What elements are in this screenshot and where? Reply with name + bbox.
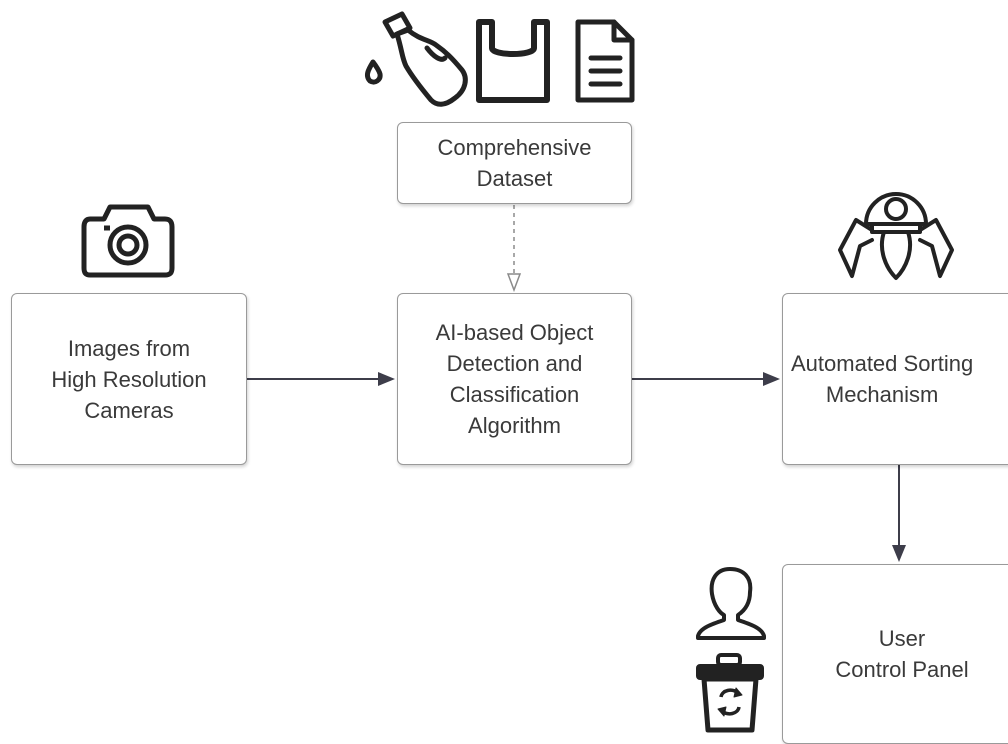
- user-icon: [696, 567, 766, 640]
- node-label: Images from High Resolution Cameras: [51, 335, 207, 423]
- node-label: Comprehensive Dataset: [437, 135, 592, 191]
- node-comprehensive-dataset: Comprehensive Dataset: [397, 122, 632, 204]
- camera-icon: [81, 204, 175, 278]
- node-user-control-panel: User Control Panel: [782, 564, 1008, 744]
- node-label: User Control Panel: [835, 626, 969, 682]
- node-label: AI-based Object Detection and Classifica…: [435, 320, 594, 438]
- node-ai-detection-algorithm: AI-based Object Detection and Classifica…: [397, 293, 632, 465]
- dashed-arrow-dataset-to-algorithm: [506, 205, 522, 293]
- document-icon: [575, 19, 635, 103]
- bag-icon: [476, 19, 550, 103]
- robot-icon: [838, 192, 954, 280]
- node-automated-sorting-mechanism: Automated Sorting Mechanism: [782, 293, 1008, 465]
- arrow-cameras-to-algorithm: [247, 372, 395, 386]
- node-label: Automated Sorting Mechanism: [791, 351, 974, 407]
- bottle-icon: [364, 11, 468, 107]
- recycle-bin-icon: [696, 653, 764, 733]
- arrow-algorithm-to-sorting: [632, 372, 780, 386]
- arrow-sorting-to-panel: [892, 465, 906, 562]
- node-high-resolution-cameras: Images from High Resolution Cameras: [11, 293, 247, 465]
